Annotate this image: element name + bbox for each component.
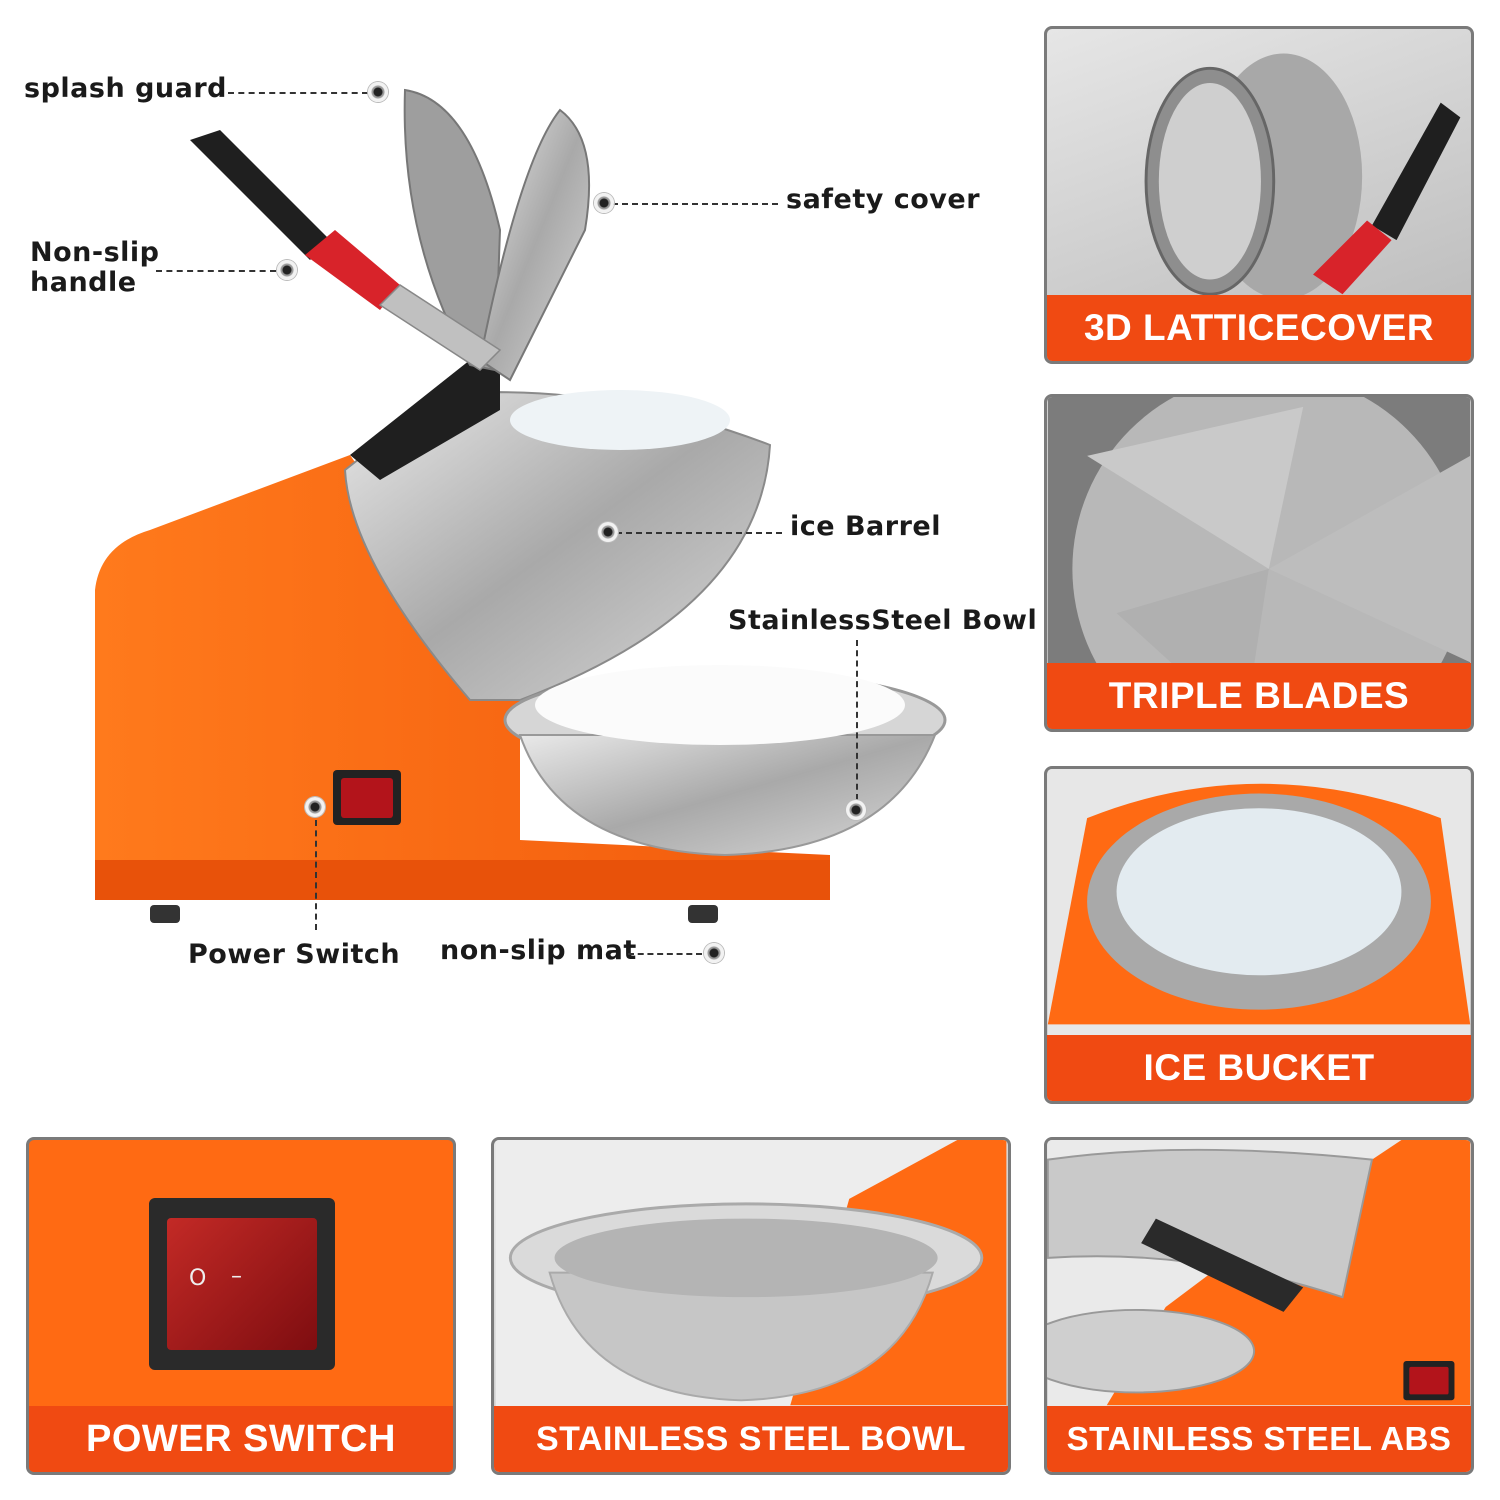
banner-ice-bucket: ICE BUCKET: [1047, 1035, 1471, 1101]
panel-triple-blades: TRIPLE BLADES: [1044, 394, 1474, 732]
ice-cubes-top: [510, 390, 730, 450]
bowl-body: [518, 734, 937, 857]
pin-non-slip-mat: [704, 943, 724, 963]
leader-non-slip-mat: [628, 953, 702, 955]
leader-safety-cover: [612, 203, 778, 205]
pin-ice-barrel: [598, 522, 618, 542]
ice-shaver-illustration: [95, 88, 947, 923]
pin-handle: [277, 260, 297, 280]
switch-on-mark: –: [231, 1264, 242, 1289]
label-handle-line1: Non-slip: [30, 237, 160, 268]
pin-power-switch: [305, 797, 325, 817]
banner-steel-bowl: STAINLESS STEEL BOWL: [494, 1406, 1008, 1472]
panel-ice-bucket: ICE BUCKET: [1044, 766, 1474, 1104]
handle-shape: [190, 130, 330, 260]
label-bowl: StainlessSteel Bowl: [728, 605, 1038, 636]
splash-guard-shape: [403, 88, 502, 372]
leader-power-switch: [315, 820, 317, 930]
handle-grip: [305, 230, 400, 310]
label-power-switch: Power Switch: [188, 939, 401, 970]
power-switch-shape: [333, 770, 401, 825]
leader-ice-barrel: [616, 532, 782, 534]
barrel-bracket: [350, 360, 500, 480]
pin-safety-cover: [594, 193, 614, 213]
panel-steel-bowl: STAINLESS STEEL BOWL: [491, 1137, 1011, 1475]
label-ice-barrel: ice Barrel: [790, 511, 941, 542]
switch-rocker: O –: [167, 1218, 317, 1350]
pin-splash-guard: [368, 82, 388, 102]
leader-bowl: [856, 640, 858, 800]
shaved-ice: [535, 665, 905, 745]
switch-frame: O –: [149, 1198, 335, 1370]
banner-power-switch: POWER SWITCH: [29, 1406, 453, 1472]
panel-power-switch: O – POWER SWITCH: [26, 1137, 456, 1475]
lattice-cover-image: [1144, 53, 1461, 300]
leader-handle: [156, 270, 276, 272]
panel-lattice-cover: 3D LATTICECOVER: [1044, 26, 1474, 364]
banner-triple-blades: TRIPLE BLADES: [1047, 663, 1471, 729]
steel-abs-image: [1047, 1140, 1471, 1472]
pin-bowl: [846, 800, 866, 820]
label-handle-line2: handle: [30, 267, 137, 298]
leader-splash-guard: [228, 92, 368, 94]
label-splash-guard: splash guard: [24, 73, 227, 104]
banner-steel-abs: STAINLESS STEEL ABS: [1047, 1406, 1471, 1472]
panel-steel-abs: STAINLESS STEEL ABS: [1044, 1137, 1474, 1475]
label-handle: Non-slip handle: [30, 238, 159, 298]
label-safety-cover: safety cover: [786, 184, 981, 215]
label-non-slip-mat: non-slip mat: [440, 935, 637, 966]
banner-lattice-cover: 3D LATTICECOVER: [1047, 295, 1471, 361]
switch-off-mark: O: [189, 1266, 207, 1291]
